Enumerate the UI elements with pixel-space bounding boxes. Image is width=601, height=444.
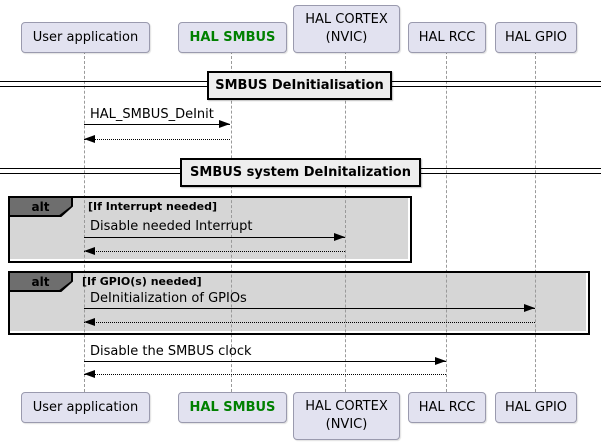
alt-frame-gpio-background	[8, 271, 586, 331]
participant-user-application-bottom: User application	[21, 392, 150, 423]
message-label-disable-smbus-clock: Disable the SMBUS clock	[90, 344, 252, 359]
arrowhead-right-icon	[219, 120, 230, 128]
divider-label: SMBUS DeInitialisation	[215, 78, 384, 93]
message-label-hal-smbus-deinit: HAL_SMBUS_DeInit	[90, 107, 214, 122]
return-line	[84, 322, 535, 323]
participant-label: HAL RCC	[418, 399, 476, 415]
message-label-deinit-gpios: DeInitialization of GPIOs	[90, 291, 247, 306]
message-line	[84, 361, 446, 362]
alt-keyword-text: alt	[31, 199, 50, 214]
participant-label: HAL CORTEX (NVIC)	[305, 12, 388, 45]
participant-label: HAL SMBUS	[189, 29, 276, 45]
lifeline-hal-rcc	[446, 51, 447, 392]
lifeline-user-application	[84, 51, 85, 392]
alt-frame-interrupt-background	[8, 196, 408, 259]
participant-label: User application	[32, 399, 139, 415]
alt-keyword-text: alt	[31, 274, 50, 289]
lifeline-hal-cortex-nvic	[345, 51, 346, 392]
arrowhead-left-icon	[84, 135, 95, 143]
arrowhead-right-icon	[435, 357, 446, 365]
alt-condition-gpio: [If GPIO(s) needed]	[82, 275, 202, 288]
participant-hal-rcc-bottom: HAL RCC	[408, 392, 486, 423]
participant-label: User application	[32, 29, 139, 45]
participant-hal-gpio-bottom: HAL GPIO	[495, 392, 577, 423]
alt-keyword-label: alt	[10, 198, 71, 215]
participant-hal-cortex-nvic-top: HAL CORTEX (NVIC)	[293, 5, 400, 53]
arrowhead-right-icon	[524, 304, 535, 312]
participant-hal-rcc-top: HAL RCC	[408, 22, 486, 53]
participant-label: HAL GPIO	[504, 399, 568, 415]
divider-label: SMBUS system DeInitalization	[190, 165, 411, 180]
participant-hal-cortex-nvic-bottom: HAL CORTEX (NVIC)	[293, 392, 400, 440]
divider-smbus-system-deinitalization: SMBUS system DeInitalization	[180, 158, 421, 187]
divider-smbus-deinitialisation: SMBUS DeInitialisation	[207, 71, 392, 100]
message-label-disable-interrupt: Disable needed Interrupt	[90, 219, 253, 234]
lifeline-hal-gpio	[535, 51, 536, 392]
message-line	[84, 237, 345, 238]
participant-user-application-top: User application	[21, 22, 150, 53]
message-line	[84, 124, 230, 125]
alt-condition-interrupt: [If Interrupt needed]	[88, 200, 218, 213]
participant-hal-smbus-top: HAL SMBUS	[178, 22, 287, 53]
participant-hal-smbus-bottom: HAL SMBUS	[178, 392, 287, 423]
return-line	[84, 374, 446, 375]
lifeline-hal-smbus	[231, 51, 232, 392]
arrowhead-left-icon	[84, 318, 95, 326]
return-line	[84, 139, 230, 140]
arrowhead-left-icon	[84, 370, 95, 378]
participant-label: HAL RCC	[418, 29, 476, 45]
participant-label: HAL SMBUS	[189, 399, 276, 415]
participant-label: HAL CORTEX (NVIC)	[305, 399, 388, 432]
arrowhead-left-icon	[84, 247, 95, 255]
participant-hal-gpio-top: HAL GPIO	[495, 22, 577, 53]
return-line	[84, 251, 345, 252]
participant-label: HAL GPIO	[504, 29, 568, 45]
alt-keyword-label: alt	[10, 273, 71, 290]
arrowhead-right-icon	[334, 233, 345, 241]
message-line	[84, 308, 535, 309]
